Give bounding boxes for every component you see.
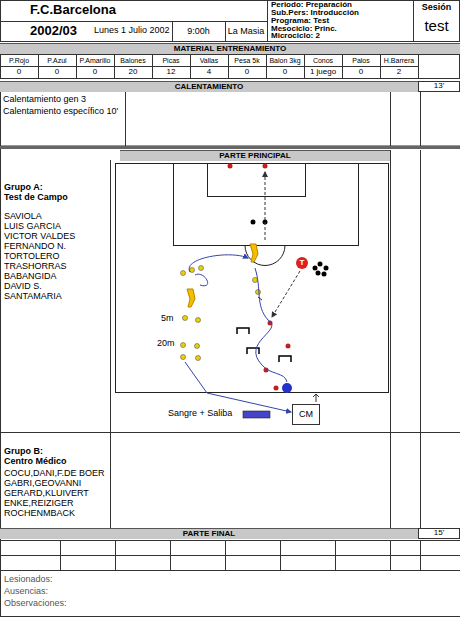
node-text: PARTE PRINCIPAL	[219, 152, 290, 161]
material-value: 4	[190, 68, 228, 77]
node-text: PARTE FINAL	[183, 530, 235, 539]
player-name: DAVID S.	[4, 282, 42, 292]
player-name: SAVIOLA	[4, 212, 42, 222]
material-value: 1 juego	[304, 68, 342, 77]
note-field: Observaciones:	[4, 599, 67, 609]
duration: 13'	[418, 82, 460, 91]
note-field: Lesionados:	[4, 575, 53, 585]
date: Lunes 1 Julio 2002	[94, 26, 170, 36]
player-name: SANTAMARIA	[4, 292, 62, 302]
dimension: 20m	[157, 339, 175, 349]
warmup-note: Calentamiento específico 10'	[3, 107, 118, 117]
group-head: Grupo A:	[4, 183, 43, 193]
material-head: Pesa 5k	[228, 57, 266, 65]
material-value: 12	[152, 68, 190, 77]
player-name: GABRI,GEOVANNI	[4, 479, 81, 489]
node-text: CALENTAMIENTO	[175, 83, 244, 92]
coach-marker: T	[296, 257, 308, 269]
material-head: Vallas	[190, 57, 228, 65]
player-name: BABANGIDA	[4, 272, 57, 282]
material-value: 0	[76, 68, 114, 77]
session-value: test	[413, 18, 460, 35]
node-text: MATERIAL ENTRENAMIENTO	[174, 45, 286, 54]
player-name: TORTOLERO	[4, 252, 60, 262]
duration: 15'	[418, 529, 460, 538]
section-band: PARTE FINAL	[0, 528, 418, 539]
material-head: H.Barrera	[380, 57, 418, 65]
warmup-note: Calentamiento gen 3	[3, 95, 86, 105]
place: La Masia	[225, 27, 267, 37]
material-head: Balones	[114, 57, 152, 65]
section-band: MATERIAL ENTRENAMIENTO	[0, 43, 460, 54]
group-head: Grupo B:	[4, 447, 43, 457]
player-name: COCU,DANI,F.DE BOER	[4, 469, 105, 479]
node-text: CM	[299, 410, 313, 420]
material-value: 0	[0, 68, 38, 77]
material-head: P.Amarillo	[76, 57, 114, 65]
material-value: 0	[266, 68, 304, 77]
player-name: VICTOR VALDES	[4, 232, 75, 242]
club-title: F.C.Barcelona	[30, 3, 116, 17]
player-name: ROCHENMBACK	[4, 509, 75, 519]
time: 9:00h	[172, 27, 225, 37]
season: 2002/03	[30, 24, 77, 38]
player-name: GERARD,KLUIVERT	[4, 489, 89, 499]
group-head: Test de Campo	[4, 193, 68, 203]
medical-box: CM	[292, 404, 320, 425]
period: Microciclo: 2	[271, 32, 320, 41]
session-head: Sesión	[413, 3, 460, 13]
material-head: Balon 3kg	[266, 57, 304, 65]
player-name: FERNANDO N.	[4, 242, 66, 252]
player-name: TRASHORRAS	[4, 262, 67, 272]
group-head: Centro Médico	[4, 457, 67, 467]
note-field: Ausencias:	[4, 587, 48, 597]
station-label: Sangre + Saliba	[168, 409, 232, 419]
dimension: 5m	[161, 314, 174, 324]
material-head: Conos	[304, 57, 342, 65]
material-head: Picas	[152, 57, 190, 65]
material-value: 20	[114, 68, 152, 77]
section-band: PARTE PRINCIPAL	[120, 150, 390, 161]
node-text: T	[300, 259, 305, 268]
player-name: LUIS GARCIA	[4, 222, 61, 232]
material-value: 2	[380, 68, 418, 77]
material-head: P.Azul	[38, 57, 76, 65]
material-head: P.Rojo	[0, 57, 38, 65]
section-band: CALENTAMIENTO	[0, 81, 418, 92]
material-value: 0	[38, 68, 76, 77]
material-value: 0	[342, 68, 380, 77]
material-value: 0	[228, 68, 266, 77]
player-name: ENKE,REIZIGER	[4, 499, 74, 509]
material-head: Palos	[342, 57, 380, 65]
